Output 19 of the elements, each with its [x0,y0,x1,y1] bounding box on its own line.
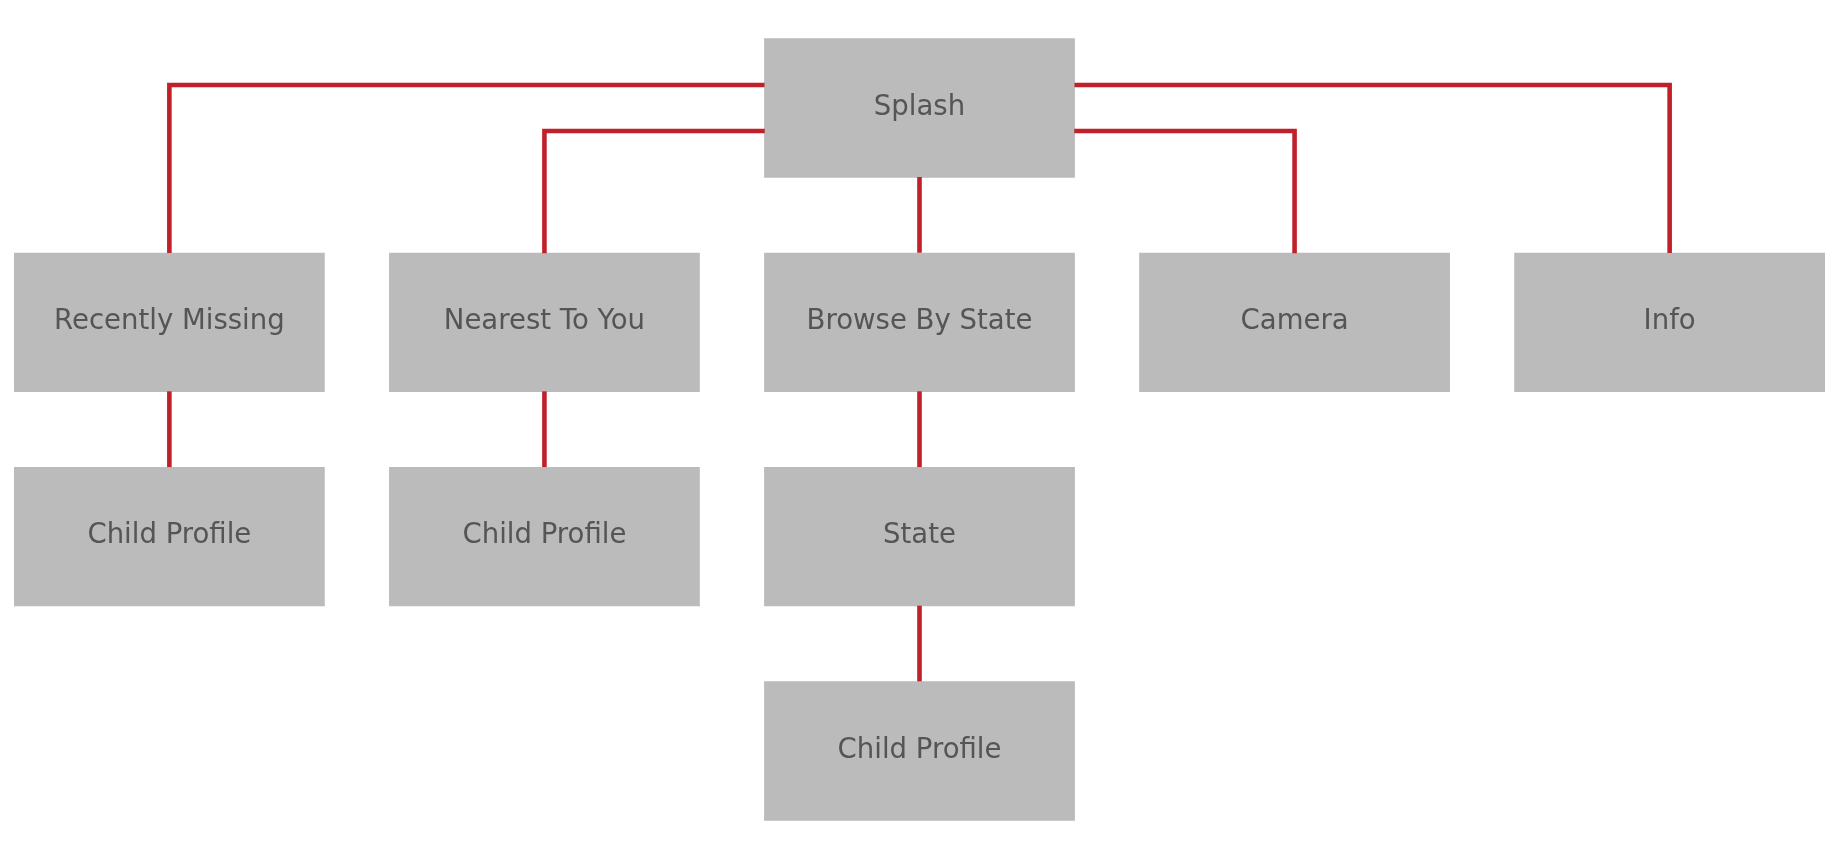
connector [542,128,765,254]
node-box: Child Profile [764,681,1075,821]
connector [542,391,547,468]
node-box: Camera [1139,252,1450,392]
connector [917,391,922,468]
node-box: Nearest To You [389,252,700,392]
node-box: Info [1514,252,1825,392]
node-box: Recently Missing [14,252,325,392]
connector [1074,82,1672,254]
connector [917,605,922,682]
connector [917,177,922,253]
node-box: Splash [764,38,1075,178]
node-box: Child Profile [14,467,325,607]
node-box: State [764,467,1075,607]
node-box: Browse By State [764,252,1075,392]
connector [167,82,765,254]
node-box: Child Profile [389,467,700,607]
connector [1074,128,1297,254]
connector [167,391,172,468]
